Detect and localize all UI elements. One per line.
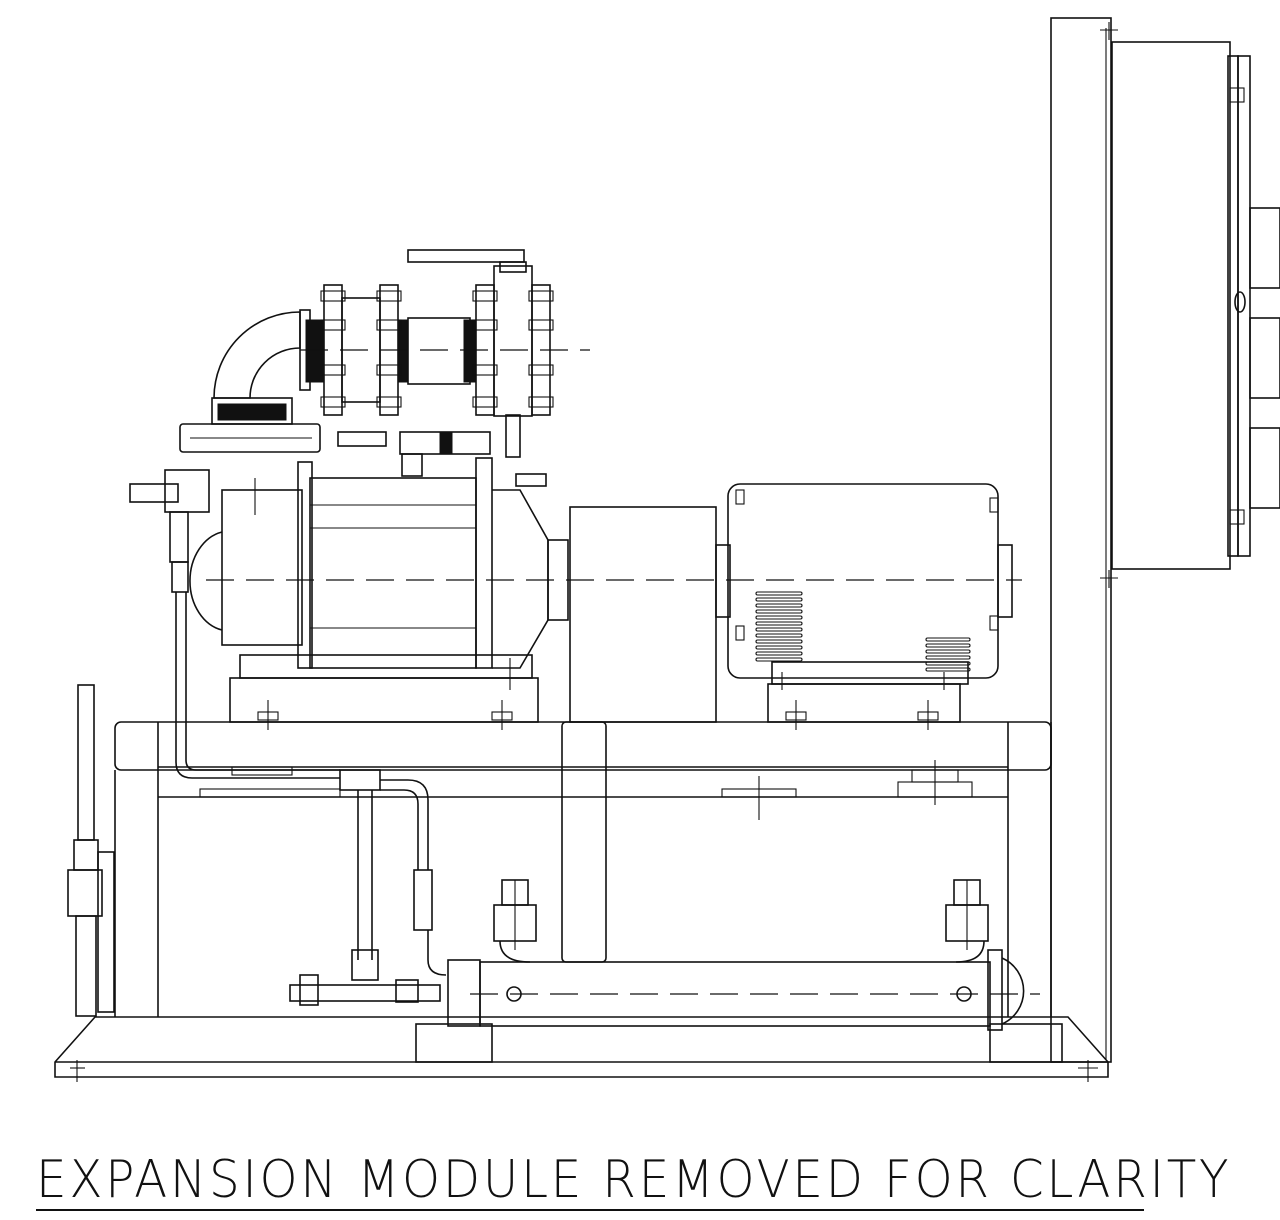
vent-slot [755, 603, 803, 608]
flange-bolt [376, 364, 402, 376]
flange-bolt [472, 364, 498, 376]
vent-slot [755, 615, 803, 620]
motor-vents [755, 591, 971, 672]
flange-bolt [472, 290, 498, 302]
vent-slot [925, 637, 971, 642]
flange-bolt [320, 364, 346, 376]
caption-underline [36, 1209, 1144, 1211]
vent-slot [755, 657, 803, 662]
vent-slot [925, 667, 971, 672]
vent-slot [925, 649, 971, 654]
flange-bolt [528, 396, 554, 408]
electric-motor [715, 483, 1013, 730]
compressor [189, 457, 569, 730]
vent-slot [755, 597, 803, 602]
vent-slot [755, 627, 803, 632]
flange-bolt [528, 319, 554, 331]
vent-slot [755, 645, 803, 650]
main-frame [114, 721, 1052, 1017]
flange-bolt [320, 290, 346, 302]
flange-bolt [528, 290, 554, 302]
flange-bolt [320, 319, 346, 331]
flange-bolt [472, 319, 498, 331]
vent-slot [755, 591, 803, 596]
flange-bolt [376, 319, 402, 331]
vent-slot [925, 655, 971, 660]
electrical-enclosure [1100, 22, 1280, 588]
flange-bolt [528, 364, 554, 376]
discharge-valve-assembly [179, 249, 590, 453]
flange-bolt [376, 396, 402, 408]
flange-bolt [472, 396, 498, 408]
flange-bolt [376, 290, 402, 302]
vent-slot [925, 643, 971, 648]
vent-slot [925, 661, 971, 666]
flange-bolt [320, 396, 346, 408]
vent-slot [755, 639, 803, 644]
vent-slot [755, 621, 803, 626]
drawing-caption: EXPANSION MODULE REMOVED FOR CLARITY [36, 1150, 1232, 1210]
heat-exchanger [415, 879, 1063, 1063]
oil-piping [129, 414, 547, 1006]
flange-bolts [320, 290, 554, 408]
vent-slot [755, 633, 803, 638]
vertical-pipe [67, 684, 115, 1017]
coupling-guard [569, 506, 717, 723]
vent-slot [755, 609, 803, 614]
control-panel-frame [1050, 17, 1112, 1063]
vent-slot [755, 651, 803, 656]
